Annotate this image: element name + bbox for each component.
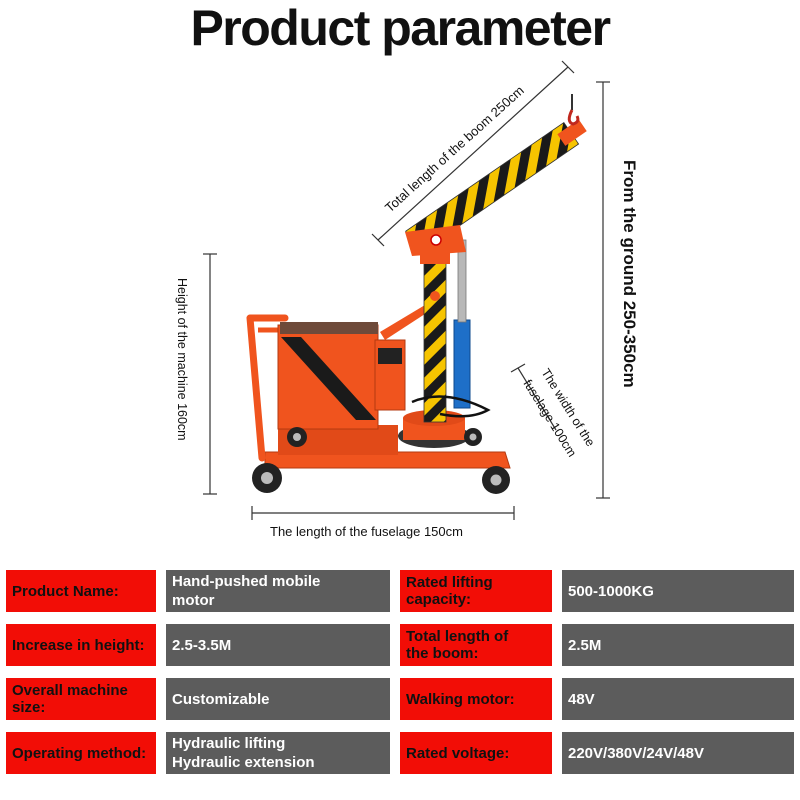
machine-height-dimension-line xyxy=(203,253,217,495)
spec-label-text: Operating method: xyxy=(12,744,147,762)
boom-length-label: Total length of the boom 250cm xyxy=(382,83,527,216)
ground-height-label: From the ground 250-350cm xyxy=(620,160,639,388)
spec-label-text: Increase in height: xyxy=(12,636,145,654)
spec-label-increase-height: Increase in height: xyxy=(6,624,156,666)
machine-height-label: Height of the machine 160cm xyxy=(175,278,189,441)
crane-illustration xyxy=(246,94,587,494)
spec-value-text: Hydraulic lifting Hydraulic extension xyxy=(172,734,315,772)
spec-label-text: Rated voltage: xyxy=(406,744,510,762)
spec-label-text: Total length of the boom: xyxy=(406,628,508,662)
spec-label-text: Walking motor: xyxy=(406,690,515,708)
spec-value-text: 500-1000KG xyxy=(568,582,654,600)
spec-label-line: capacity: xyxy=(406,591,472,608)
spec-label-text: Product Name: xyxy=(12,582,119,600)
spec-label-line: the boom: xyxy=(406,645,479,662)
spec-value-text: 2.5M xyxy=(568,636,602,654)
spec-label-rated-capacity: Rated lifting capacity: xyxy=(400,570,552,612)
spec-label-text: Rated lifting capacity: xyxy=(406,574,493,608)
spec-value-line: Hydraulic lifting xyxy=(172,735,286,752)
spec-label-operating-method: Operating method: xyxy=(6,732,156,774)
boom-dimension-line xyxy=(371,60,575,247)
spec-value-walking-motor: 48V xyxy=(562,678,794,720)
fuselage-length-dimension-line xyxy=(251,506,515,520)
spec-label-rated-voltage: Rated voltage: xyxy=(400,732,552,774)
spec-value-line: Hand-pushed mobile xyxy=(172,573,321,590)
spec-value-rated-voltage: 220V/380V/24V/48V xyxy=(562,732,794,774)
spec-value-boom-length: 2.5M xyxy=(562,624,794,666)
spec-value-text: 2.5-3.5M xyxy=(172,636,232,654)
spec-value-increase-height: 2.5-3.5M xyxy=(166,624,390,666)
page-title: Product parameter xyxy=(190,0,611,56)
spec-value-line: motor xyxy=(172,592,215,609)
fuselage-length-label: The length of the fuselage 150cm xyxy=(270,524,463,539)
wheel xyxy=(252,463,282,493)
fuselage-width-dimension-line xyxy=(510,363,557,431)
spec-label-line: size: xyxy=(12,699,46,716)
crane-diagram: Total length of the boom 250cm From the … xyxy=(175,60,639,539)
spec-label-line: Overall machine xyxy=(12,682,128,699)
spec-value-text: Hand-pushed mobile motor xyxy=(172,572,320,610)
spec-label-line: Rated lifting xyxy=(406,574,493,591)
spec-value-text: 220V/380V/24V/48V xyxy=(568,744,704,762)
wheel xyxy=(482,466,510,494)
spec-value-text: Customizable xyxy=(172,690,270,708)
spec-label-line: Total length of xyxy=(406,628,509,645)
ground-height-dimension-line xyxy=(596,81,610,499)
spec-value-text: 48V xyxy=(568,690,595,708)
wheel xyxy=(464,428,482,446)
spec-label-product-name: Product Name: xyxy=(6,570,156,612)
spec-value-operating-method: Hydraulic lifting Hydraulic extension xyxy=(166,732,390,774)
spec-label-walking-motor: Walking motor: xyxy=(400,678,552,720)
spec-label-text: Overall machine size: xyxy=(12,682,128,716)
spec-value-line: Hydraulic extension xyxy=(172,754,315,771)
spec-value-rated-capacity: 500-1000KG xyxy=(562,570,794,612)
spec-value-machine-size: Customizable xyxy=(166,678,390,720)
spec-label-machine-size: Overall machine size: xyxy=(6,678,156,720)
spec-label-boom-length: Total length of the boom: xyxy=(400,624,552,666)
spec-value-product-name: Hand-pushed mobile motor xyxy=(166,570,390,612)
wheel xyxy=(287,427,307,447)
